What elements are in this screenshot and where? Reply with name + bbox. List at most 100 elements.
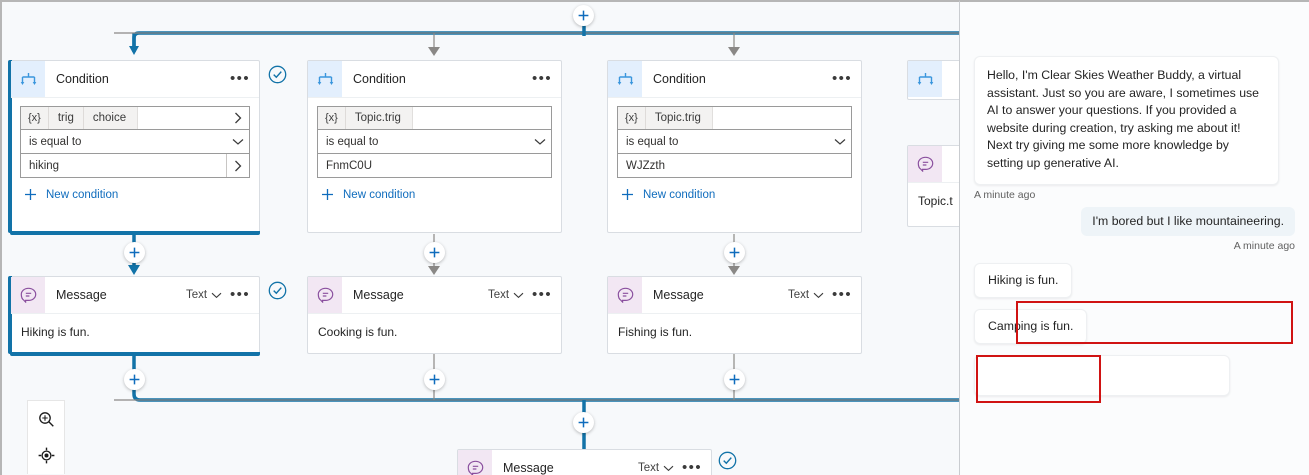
chevron-down-icon[interactable] xyxy=(227,130,249,153)
chevron-down-icon[interactable] xyxy=(813,292,824,299)
chevron-down-icon[interactable] xyxy=(211,292,222,299)
variable-token-prefix: {x} xyxy=(618,107,646,129)
branch-icon xyxy=(11,61,45,97)
status-badge-check[interactable] xyxy=(268,281,287,300)
canvas-zoom-controls[interactable] xyxy=(27,400,65,474)
test-chat-panel[interactable]: Hello, I'm Clear Skies Weather Buddy, a … xyxy=(959,0,1309,475)
focus-target-icon[interactable] xyxy=(27,438,65,475)
add-node-button[interactable] xyxy=(424,242,445,263)
branch-icon xyxy=(308,61,342,97)
node-body: {x} trig choice is equal to xyxy=(11,98,259,211)
node-condition-1[interactable]: Condition ••• {x} trig choice is equa xyxy=(8,60,260,235)
node-header[interactable] xyxy=(908,146,959,183)
add-node-button[interactable] xyxy=(124,369,145,390)
message-text[interactable]: Cooking is fun. xyxy=(318,325,398,339)
message-icon xyxy=(458,450,492,475)
new-condition-button[interactable]: New condition xyxy=(317,187,552,202)
condition-value-field[interactable]: FnmC0U xyxy=(317,154,552,178)
node-header[interactable]: Message Text ••• xyxy=(458,450,711,475)
new-condition-label: New condition xyxy=(343,188,416,201)
message-text[interactable]: Hiking is fun. xyxy=(21,325,90,339)
node-menu-button[interactable]: ••• xyxy=(230,286,250,303)
variable-token-prefix: {x} xyxy=(21,107,49,129)
node-menu-button[interactable]: ••• xyxy=(532,286,552,303)
condition-operator-select[interactable]: is equal to xyxy=(20,130,250,154)
node-menu-button[interactable]: ••• xyxy=(832,70,852,87)
node-title: Message xyxy=(56,288,107,302)
node-message-partial[interactable]: Topic.t xyxy=(907,145,959,227)
node-condition-4-partial[interactable] xyxy=(907,60,959,100)
node-header[interactable]: Condition ••• xyxy=(608,61,861,98)
suggestion-label: Hiking is fun. xyxy=(988,272,1059,287)
condition-operand-field[interactable]: {x} Topic.trig xyxy=(317,106,552,130)
plus-icon xyxy=(23,187,38,202)
node-header[interactable]: Message Text ••• xyxy=(308,277,561,314)
flow-canvas[interactable]: Condition ••• {x} trig choice is equa xyxy=(0,0,959,475)
add-node-button[interactable] xyxy=(124,242,145,263)
message-icon xyxy=(908,146,942,182)
user-message-timestamp: A minute ago xyxy=(1233,239,1295,252)
branch-icon xyxy=(908,61,942,97)
chevron-down-icon[interactable] xyxy=(663,465,674,472)
node-header[interactable] xyxy=(908,61,959,97)
message-icon xyxy=(608,277,642,313)
variable-token-segment: trig xyxy=(49,107,84,129)
node-message-1[interactable]: Message Text ••• Hiking is fun. xyxy=(8,276,260,356)
selection-accent xyxy=(10,231,260,235)
node-menu-button[interactable]: ••• xyxy=(532,70,552,87)
condition-value-field[interactable]: hiking xyxy=(20,154,250,178)
suggestion-bubble-camping[interactable]: Camping is fun. xyxy=(974,308,1088,344)
suggestion-label: Camping is fun. xyxy=(988,318,1074,333)
magnifier-plus-icon[interactable] xyxy=(27,401,65,438)
variable-token[interactable]: {x} Topic.trig xyxy=(318,107,413,129)
add-node-button[interactable] xyxy=(573,5,594,26)
node-body: {x} Topic.trig is equal to FnmC0U xyxy=(308,98,561,211)
new-condition-button[interactable]: New condition xyxy=(20,187,250,202)
add-node-button[interactable] xyxy=(573,412,594,433)
selection-accent xyxy=(10,352,260,356)
bot-message-bubble: Hello, I'm Clear Skies Weather Buddy, a … xyxy=(974,56,1279,185)
condition-operand-field[interactable]: {x} trig choice xyxy=(20,106,250,130)
new-condition-label: New condition xyxy=(643,188,716,201)
suggestion-bubble-partial[interactable] xyxy=(974,354,1230,396)
condition-operator-select[interactable]: is equal to xyxy=(317,130,552,154)
node-message-4[interactable]: Message Text ••• xyxy=(457,449,712,475)
node-condition-3[interactable]: Condition ••• {x} Topic.trig is equal to xyxy=(607,60,862,233)
node-message-2[interactable]: Message Text ••• Cooking is fun. xyxy=(307,276,562,354)
node-menu-button[interactable]: ••• xyxy=(230,70,250,87)
add-node-button[interactable] xyxy=(724,242,745,263)
node-header[interactable]: Condition ••• xyxy=(308,61,561,98)
variable-token[interactable]: {x} Topic.trig xyxy=(618,107,713,129)
status-badge-check[interactable] xyxy=(268,65,287,84)
suggestion-bubble-hiking[interactable]: Hiking is fun. xyxy=(974,262,1073,298)
variable-token[interactable]: {x} trig choice xyxy=(21,107,139,129)
chevron-down-icon[interactable] xyxy=(529,130,551,153)
status-badge-check[interactable] xyxy=(718,451,737,470)
node-header[interactable]: Condition ••• xyxy=(11,61,259,98)
chevron-down-icon[interactable] xyxy=(513,292,524,299)
node-message-3[interactable]: Message Text ••• Fishing is fun. xyxy=(607,276,862,354)
message-kind-label: Text xyxy=(185,289,208,301)
condition-value: hiking xyxy=(29,159,60,172)
node-header[interactable]: Message Text ••• xyxy=(608,277,861,314)
selection-accent xyxy=(8,276,12,354)
node-header[interactable]: Message Text ••• xyxy=(11,277,259,314)
suggestion-list: Hiking is fun. Camping is fun. xyxy=(974,252,1295,401)
condition-value-field[interactable]: WJZzth xyxy=(617,154,852,178)
user-message-bubble: I'm bored but I like mountaineering. xyxy=(1081,206,1295,236)
plus-icon xyxy=(320,187,335,202)
new-condition-button[interactable]: New condition xyxy=(617,187,852,202)
chevron-right-icon[interactable] xyxy=(227,107,249,129)
chevron-down-icon[interactable] xyxy=(829,130,851,153)
variable-token-segment: Topic.trig xyxy=(654,112,701,124)
node-menu-button[interactable]: ••• xyxy=(832,286,852,303)
add-node-button[interactable] xyxy=(424,369,445,390)
chevron-right-icon[interactable] xyxy=(226,154,249,177)
add-node-button[interactable] xyxy=(724,369,745,390)
node-menu-button[interactable]: ••• xyxy=(682,459,702,475)
condition-operator-select[interactable]: is equal to xyxy=(617,130,852,154)
condition-operand-field[interactable]: {x} Topic.trig xyxy=(617,106,852,130)
node-condition-2[interactable]: Condition ••• {x} Topic.trig is equal to xyxy=(307,60,562,233)
message-text[interactable]: Fishing is fun. xyxy=(618,325,693,339)
